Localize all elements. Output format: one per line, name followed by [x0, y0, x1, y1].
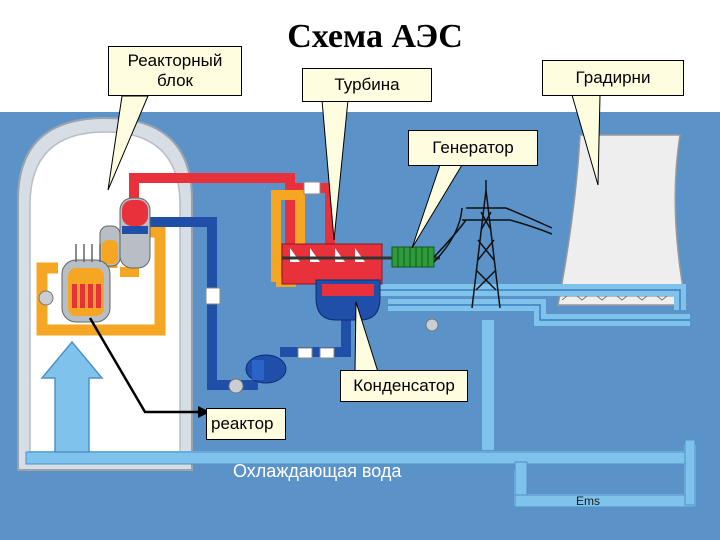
credit-label: Ems	[576, 494, 600, 508]
callout-reactor: реактор	[206, 408, 286, 440]
callout-cooling-towers: Градирни	[542, 60, 684, 96]
pump-valve	[228, 378, 244, 394]
valve	[205, 287, 221, 305]
turbine-body	[281, 243, 383, 285]
callout-condenser: Конденсатор	[340, 370, 468, 402]
cooling-water-label: Охлаждающая вода	[233, 461, 402, 481]
control-rods	[75, 244, 101, 262]
page-title: Схема АЭС	[287, 18, 463, 55]
inlet-arrow	[40, 340, 104, 453]
pointer-reactor-block	[107, 95, 149, 191]
pointer-reactor	[88, 317, 198, 414]
tower-lattice	[561, 291, 683, 301]
primary-pump	[38, 290, 54, 306]
fuel-rods	[72, 284, 101, 308]
transmission-tower	[433, 180, 553, 309]
callout-reactor-block: Реакторный блок	[108, 46, 242, 96]
callout-turbine: Турбина	[302, 68, 432, 102]
callout-generator: Генератор	[408, 130, 538, 166]
